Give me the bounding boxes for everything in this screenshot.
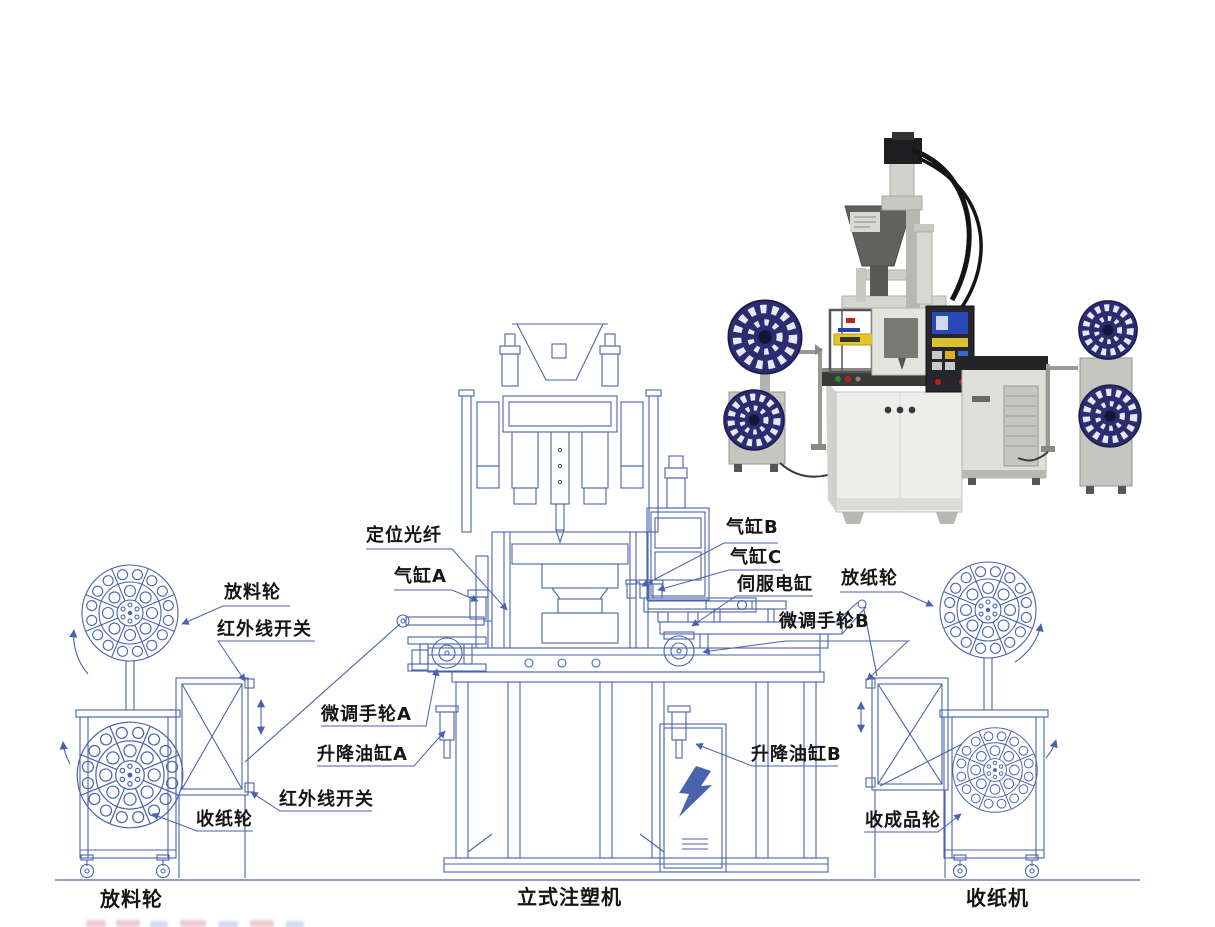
- photo-hose: [911, 147, 972, 302]
- rotation-arrow: [1045, 739, 1058, 759]
- cropped-watermark: [86, 920, 106, 927]
- cropped-watermark: [218, 921, 238, 927]
- callout-product-collect-wheel: 收成品轮: [865, 810, 941, 831]
- photo-reel-wheel: [728, 300, 801, 373]
- cropped-watermark: [286, 921, 304, 927]
- cropped-watermark: [150, 921, 168, 927]
- paper-feed-wheel-top: [939, 561, 1037, 659]
- callout-fine-handwheel-b: 微调手轮B: [779, 611, 870, 632]
- callout-air-cylinder-a: 气缸A: [394, 566, 447, 587]
- photo-reel-wheel: [1079, 385, 1141, 447]
- photo-aux-cabinet: [956, 356, 1048, 485]
- lift-cylinder-b-drawing: [667, 705, 691, 759]
- callout-paper-feed-wheel: 放纸轮: [841, 568, 898, 589]
- guide-pulley-drawing: [396, 614, 492, 628]
- photo-reel-wheel: [1079, 301, 1137, 359]
- rotation-arrow: [59, 741, 71, 765]
- main-machine-drawing: [396, 323, 878, 873]
- callout-servo-cylinder: 伺服电缸: [737, 574, 813, 595]
- feed-station-drawing: [59, 564, 401, 879]
- callout-leader-lines: [151, 542, 962, 833]
- machine-photo: [724, 132, 1141, 524]
- handwheel-a-drawing: [407, 636, 487, 672]
- callout-paper-collect-wheel: 收纸轮: [196, 809, 253, 830]
- press-frame-drawing: [491, 531, 649, 649]
- handwheel-b-drawing: [663, 631, 695, 667]
- callout-air-cylinder-b: 气缸B: [726, 517, 779, 538]
- callout-lift-cylinder-b: 升降油缸B: [751, 744, 842, 765]
- callout-positioning-fiber: 定位光纤: [366, 525, 442, 546]
- lightning-icon: [679, 766, 712, 817]
- photo-left-reel-stand: [724, 300, 843, 478]
- callout-feed-wheel: 放料轮: [224, 582, 281, 603]
- hopper-drawing: [512, 323, 608, 381]
- photo-right-reel-stand: [1017, 301, 1141, 494]
- caption-collect-station: 收纸机: [966, 886, 1029, 910]
- cropped-watermark: [180, 920, 206, 927]
- collect-station-drawing: [856, 561, 1058, 879]
- caption-injection-machine: 立式注塑机: [517, 885, 622, 909]
- callout-ir-switch-upper: 红外线开关: [217, 619, 312, 640]
- cropped-watermark: [250, 920, 274, 927]
- callout-lift-cylinder-a: 升降油缸A: [317, 744, 408, 765]
- callout-air-cylinder-c: 气缸C: [730, 547, 783, 568]
- power-cabinet-drawing: [659, 723, 727, 873]
- caption-feed-station: 放料轮: [100, 887, 163, 911]
- product-collect-wheel-drawing: [952, 727, 1038, 813]
- rotation-arrow: [69, 629, 89, 675]
- photo-hose: [917, 156, 983, 312]
- rotation-arrow: [1014, 623, 1044, 663]
- photo-reel-wheel: [724, 390, 784, 450]
- control-unit-drawing: [643, 455, 757, 623]
- cropped-watermark: [116, 920, 140, 927]
- callout-fine-handwheel-a: 微调手轮A: [321, 704, 412, 725]
- right-sensor-frame-drawing: [865, 677, 949, 878]
- feed-wheel-top: [81, 564, 179, 662]
- photo-machine: [822, 132, 983, 524]
- collect-wheel-bottom-left: [76, 721, 184, 829]
- left-sensor-frame-drawing: [175, 677, 255, 878]
- lift-cylinder-a-drawing: [435, 705, 459, 759]
- callout-ir-switch-lower: 红外线开关: [279, 789, 374, 810]
